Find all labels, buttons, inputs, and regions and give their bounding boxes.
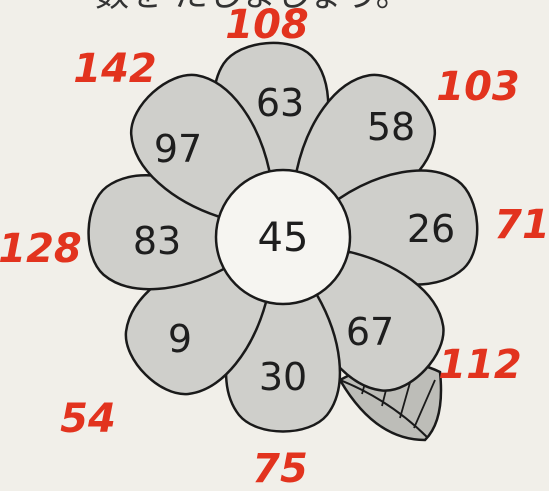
petal-number: 26 xyxy=(407,207,455,251)
handwritten-answer: 108 xyxy=(225,2,309,48)
handwritten-answer: 54 xyxy=(60,396,116,442)
handwritten-answer: 128 xyxy=(0,226,82,272)
petal-number: 67 xyxy=(346,310,394,354)
petal-number: 63 xyxy=(256,81,304,125)
petal-number: 30 xyxy=(259,355,307,399)
center-number: 45 xyxy=(258,215,309,261)
handwritten-answer: 75 xyxy=(252,446,308,491)
petal-number: 97 xyxy=(154,127,202,171)
handwritten-answer: 142 xyxy=(73,46,157,92)
petal-number: 58 xyxy=(367,105,415,149)
handwritten-answer: 71 xyxy=(494,202,549,248)
petal-number: 83 xyxy=(133,219,181,263)
handwritten-answer: 112 xyxy=(438,342,522,388)
handwritten-answer: 103 xyxy=(436,64,520,110)
petal-number: 9 xyxy=(168,317,192,361)
